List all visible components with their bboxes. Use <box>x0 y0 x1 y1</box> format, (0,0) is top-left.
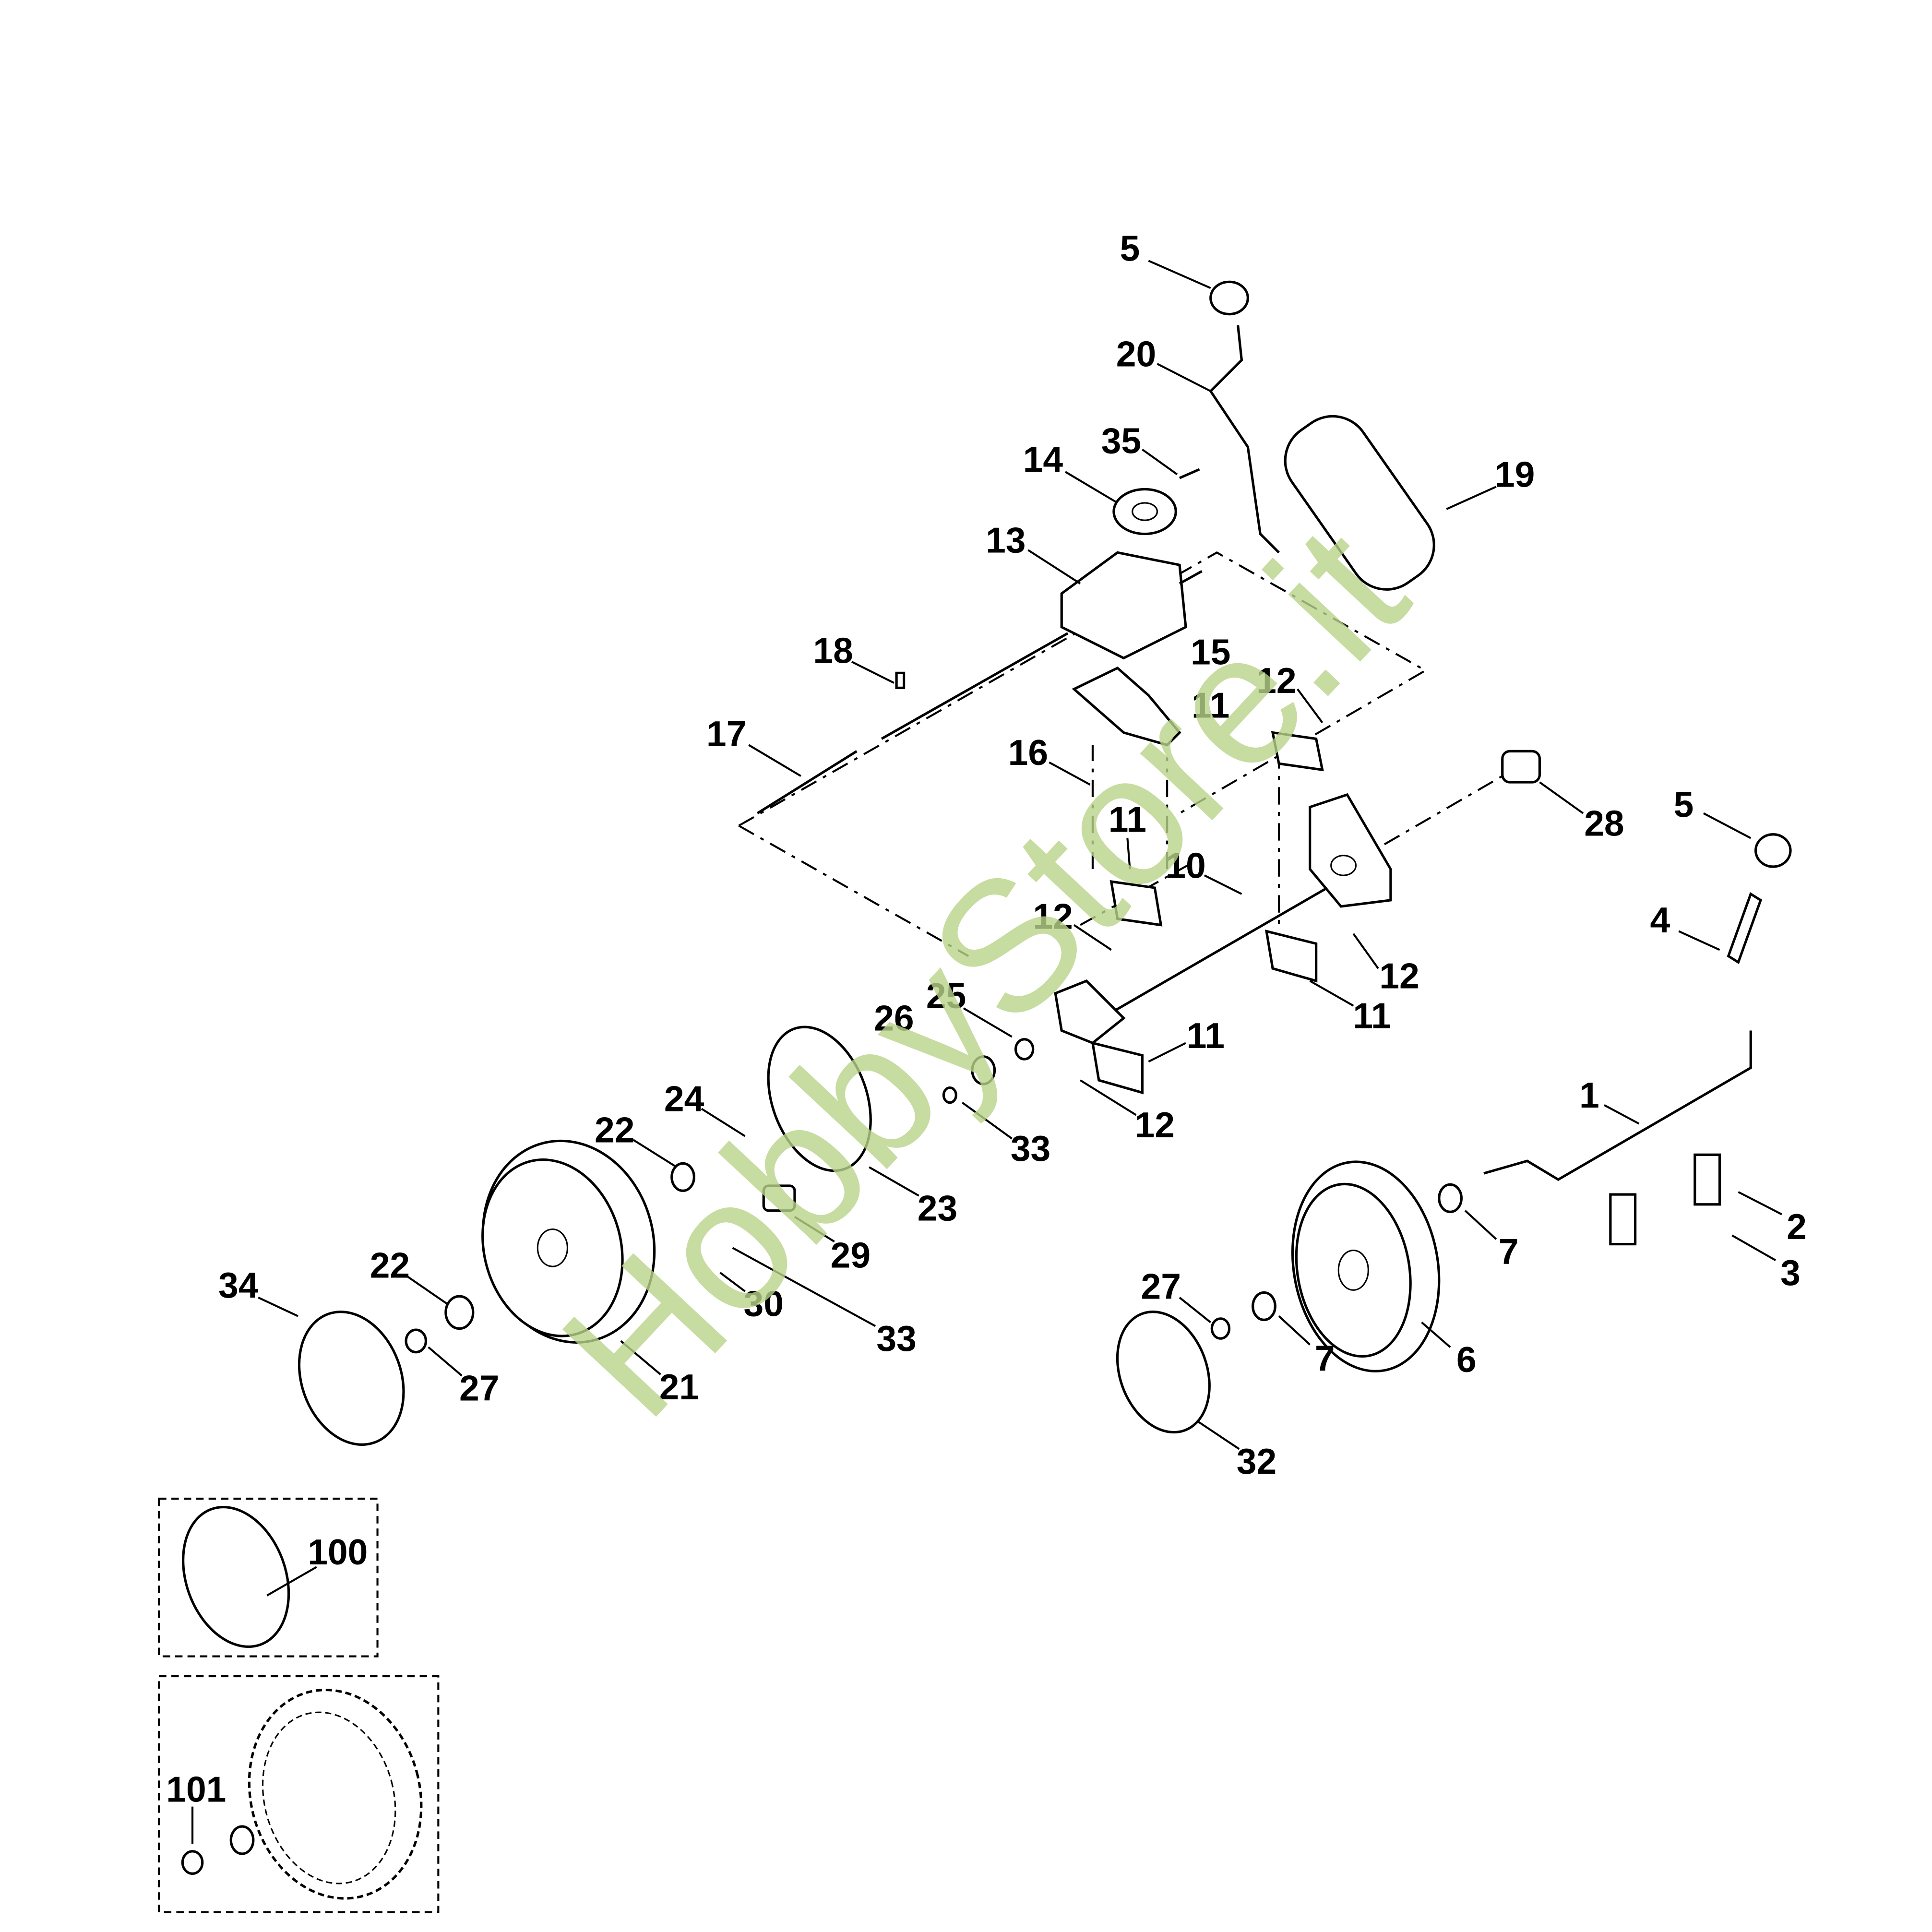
callout-16: 16 <box>1008 732 1048 773</box>
rear-wheel-part-21 <box>481 1139 656 1344</box>
callout-100: 100 <box>308 1532 368 1572</box>
callout-34: 34 <box>218 1265 259 1305</box>
callout-30: 30 <box>744 1284 784 1324</box>
bearing-holder-part-11 <box>1109 880 1163 927</box>
leader-lines <box>191 260 1782 1844</box>
kit-box-100 <box>158 1497 379 1658</box>
hubcap-part-34 <box>298 1311 405 1446</box>
bearing-holder-part-11 <box>1271 731 1324 772</box>
axle-part-10 <box>1054 793 1392 1045</box>
callout-25: 25 <box>926 976 966 1016</box>
callout-7: 7 <box>1499 1231 1519 1272</box>
callout-28: 28 <box>1584 803 1624 843</box>
wheel-kit-part-101 <box>181 1688 423 1900</box>
callout-27: 27 <box>1141 1266 1181 1306</box>
callout-2: 2 <box>1787 1206 1807 1247</box>
callout-11: 11 <box>1192 685 1229 726</box>
bearing-part-7 <box>1252 1291 1276 1321</box>
gearbox-part-13 <box>881 551 1203 740</box>
callout-13: 13 <box>986 520 1026 560</box>
callout-12: 12 <box>1379 956 1419 996</box>
callout-21: 21 <box>659 1367 699 1407</box>
bearing-holder-part-11 <box>1091 1041 1144 1095</box>
knob-part-5-top <box>1209 280 1280 554</box>
callout-12: 12 <box>1135 1105 1175 1145</box>
callout-1: 1 <box>1579 1075 1599 1115</box>
bearing-part-22 <box>670 1162 695 1192</box>
callout-6: 6 <box>1456 1339 1477 1380</box>
hubcap-part-32 <box>1116 1311 1211 1434</box>
callout-101: 101 <box>166 1769 226 1809</box>
callout-5: 5 <box>1120 228 1140 268</box>
belt-part-19 <box>1284 415 1435 591</box>
callout-22: 22 <box>370 1245 410 1285</box>
callout-15: 15 <box>1191 632 1230 672</box>
callout-23: 23 <box>918 1188 957 1228</box>
bearing-part-26 <box>971 1055 996 1085</box>
pulley-part-14 <box>1112 468 1200 536</box>
knob-part-5-right <box>1754 833 1792 868</box>
callout-12: 12 <box>1256 660 1296 701</box>
callout-17: 17 <box>706 714 746 754</box>
callout-4: 4 <box>1650 900 1670 940</box>
callout-32: 32 <box>1237 1441 1276 1481</box>
kit-box-101 <box>158 1675 440 1913</box>
callout-33: 33 <box>876 1318 916 1359</box>
bearing-holder-part-11 <box>1264 930 1318 983</box>
callout-18: 18 <box>813 631 853 671</box>
ring-part-33 <box>942 1086 957 1104</box>
callout-26: 26 <box>874 998 914 1038</box>
nut-part-27 <box>1210 1317 1231 1340</box>
clip-part-2 <box>1693 1153 1721 1206</box>
callout-24: 24 <box>664 1079 704 1119</box>
bearing-part-22 <box>444 1295 475 1330</box>
disc-part-100 <box>182 1506 290 1648</box>
tube-part-17 <box>756 750 858 814</box>
callout-7: 7 <box>1315 1338 1335 1378</box>
callout-22: 22 <box>595 1109 634 1150</box>
callout-11: 11 <box>1353 995 1391 1036</box>
gear-part-28 <box>1501 750 1541 784</box>
washer-part-25 <box>1014 1038 1035 1061</box>
pinion-part-29 <box>762 1184 796 1212</box>
nut-part-27 <box>405 1328 428 1354</box>
lever-part-4 <box>1727 892 1763 965</box>
callout-labels: 5 20 35 14 19 13 18 15 12 11 17 16 28 5 … <box>166 228 1807 1809</box>
plate-part-15 <box>1072 666 1181 747</box>
callout-11: 11 <box>1109 799 1146 840</box>
callout-33: 33 <box>1011 1128 1050 1169</box>
front-wheel-part-6 <box>1291 1160 1441 1372</box>
front-axle-part-1 <box>1483 1030 1752 1181</box>
callout-19: 19 <box>1495 454 1535 494</box>
bearing-part-7 <box>1438 1183 1463 1213</box>
callout-12: 12 <box>1033 896 1073 936</box>
callout-29: 29 <box>831 1235 871 1276</box>
callout-14: 14 <box>1023 439 1063 479</box>
callout-3: 3 <box>1780 1252 1801 1293</box>
cover-part-23 <box>767 1026 872 1172</box>
callout-10: 10 <box>1166 845 1205 885</box>
clip-part-2 <box>1609 1193 1637 1246</box>
callout-5: 5 <box>1674 785 1694 825</box>
callout-35: 35 <box>1101 420 1141 461</box>
callout-20: 20 <box>1116 334 1156 374</box>
callout-27: 27 <box>459 1368 499 1408</box>
callout-11: 11 <box>1187 1015 1225 1056</box>
